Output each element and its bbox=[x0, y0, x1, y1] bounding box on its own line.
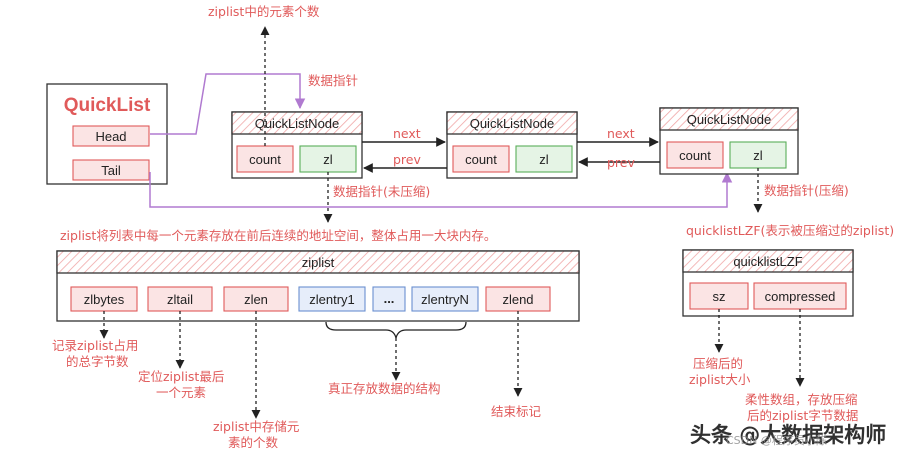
field-zlentryN: zlentryN bbox=[421, 292, 469, 307]
compressed-note-1: 柔性数组，存放压缩 bbox=[745, 392, 858, 407]
prev-label-2: prev bbox=[607, 155, 635, 170]
sz-note-2: ziplist大小 bbox=[689, 372, 751, 387]
next-label-1: next bbox=[393, 126, 421, 141]
head-field: Head bbox=[72, 125, 150, 147]
node-1-count: count bbox=[249, 152, 281, 167]
quicklist-node-3: QuickListNode count zl bbox=[659, 107, 799, 175]
zlbytes-note-1: 记录ziplist占用 bbox=[52, 338, 138, 353]
zlbytes-note-2: 的总字节数 bbox=[66, 354, 129, 369]
quicklist-node-1: QuickListNode count zl bbox=[231, 111, 363, 179]
data-pointer-compressed-label: 数据指针(压缩) bbox=[764, 183, 849, 198]
ziplist-struct: ziplist zlbytes zltail zlen zlentry1 ...… bbox=[56, 250, 580, 322]
lzf-description: quicklistLZF(表示被压缩过的ziplist) bbox=[686, 223, 894, 238]
tail-pointer-arrow bbox=[149, 171, 733, 208]
compressed-note-2: 后的ziplist字节数据 bbox=[747, 408, 858, 423]
zlen-note-1: ziplist中存储元 bbox=[213, 419, 299, 434]
data-pointer-label: 数据指针 bbox=[308, 73, 358, 88]
zltail-note-2: 一个元素 bbox=[156, 385, 206, 400]
tail-label: Tail bbox=[101, 163, 121, 178]
ziplist-description: ziplist将列表中每一个元素存放在前后连续的地址空间，整体占用一大块内存。 bbox=[60, 228, 496, 243]
field-ellipsis: ... bbox=[384, 291, 395, 306]
node-2-title: QuickListNode bbox=[470, 116, 555, 131]
prev-label-1: prev bbox=[393, 152, 421, 167]
node-1-zl: zl bbox=[323, 152, 333, 167]
sz-note-1: 压缩后的 bbox=[693, 356, 743, 371]
element-count-label: ziplist中的元素个数 bbox=[208, 4, 320, 19]
quicklist-node-2: QuickListNode count zl bbox=[446, 111, 578, 179]
field-zltail: zltail bbox=[167, 292, 193, 307]
head-pointer-arrow bbox=[150, 73, 306, 135]
field-zlen: zlen bbox=[244, 292, 268, 307]
node-3-title: QuickListNode bbox=[687, 112, 772, 127]
entries-note: 真正存放数据的结构 bbox=[328, 381, 441, 396]
quicklist-lzf-struct: quicklistLZF sz compressed bbox=[682, 249, 854, 317]
next-label-2: next bbox=[607, 126, 635, 141]
lzf-field-compressed: compressed bbox=[765, 289, 836, 304]
node-3-zl: zl bbox=[753, 148, 763, 163]
watermark-main: 头条 @大数据架构师 bbox=[690, 423, 886, 447]
quicklist-struct: QuickList Head Tail bbox=[46, 83, 168, 185]
node-3-count: count bbox=[679, 148, 711, 163]
ziplist-title: ziplist bbox=[302, 255, 335, 270]
field-zlbytes: zlbytes bbox=[84, 292, 125, 307]
zlen-note-2: 素的个数 bbox=[228, 435, 279, 450]
node-2-count: count bbox=[465, 152, 497, 167]
zlend-note: 结束标记 bbox=[491, 404, 542, 419]
quicklist-title: QuickList bbox=[64, 95, 151, 116]
watermark-sub: CSDN @程序员小陈 bbox=[726, 433, 827, 447]
node-1-title: QuickListNode bbox=[255, 116, 340, 131]
lzf-field-sz: sz bbox=[713, 289, 726, 304]
entries-brace bbox=[325, 321, 467, 339]
head-label: Head bbox=[95, 129, 126, 144]
tail-field: Tail bbox=[72, 159, 150, 181]
zltail-note-1: 定位ziplist最后 bbox=[138, 369, 224, 384]
node-2-zl: zl bbox=[539, 152, 549, 167]
lzf-title: quicklistLZF bbox=[733, 254, 802, 269]
data-pointer-uncompressed-label: 数据指针(未压缩) bbox=[333, 184, 430, 199]
field-zlend: zlend bbox=[502, 292, 533, 307]
field-zlentry1: zlentry1 bbox=[309, 292, 355, 307]
